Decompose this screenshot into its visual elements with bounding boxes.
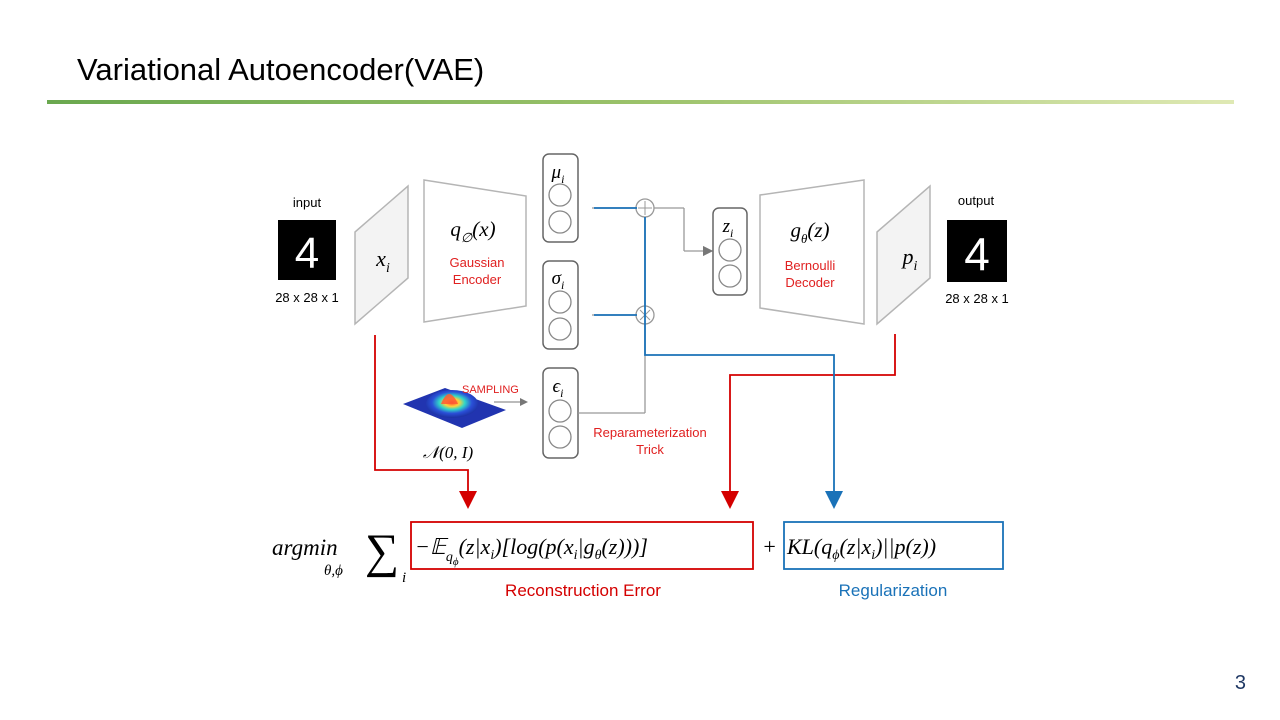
input-layer-slab (354, 184, 409, 326)
slide-title: Variational Autoencoder(VAE) (77, 52, 485, 87)
epsilon-label: ϵi (553, 376, 564, 400)
input-digit: 4 (295, 229, 319, 278)
decoder-label-line2: Decoder (785, 275, 835, 290)
page-number: 3 (1234, 672, 1246, 694)
regularization-term: KL(qϕ(z|xi)||p(z)) (786, 534, 936, 563)
x-i-label: xi (375, 246, 390, 276)
reconstruction-box (410, 521, 754, 570)
encoder-label-line1: Gaussian (450, 255, 505, 270)
reconstruction-error-label: Reconstruction Error (505, 581, 661, 600)
encoder-label-line2: Encoder (453, 272, 502, 287)
mu-unit-2 (548, 210, 572, 234)
output-label: output (958, 193, 995, 208)
z-unit-1 (718, 238, 742, 262)
reparam-label-line1: Reparameterization (593, 425, 706, 440)
regularization-label: Regularization (839, 581, 948, 600)
z-unit-2 (718, 264, 742, 288)
decoder-function: gθ(z) (790, 218, 829, 246)
epsilon-unit-2 (548, 425, 572, 449)
encoder-function: q∅(x) (450, 217, 495, 245)
p-i-label: pi (901, 244, 918, 274)
encoder-trapezoid (423, 179, 527, 323)
reconstruction-term: −𝔼qϕ(z|xi)[log(p(xi|gθ(z)))] (415, 534, 648, 568)
sampling-label: SAMPLING (462, 384, 519, 396)
output-image (947, 220, 1007, 282)
formula-sum: ∑ (365, 525, 399, 578)
title-underline (47, 100, 1234, 104)
sigma-label: σi (552, 268, 565, 292)
input-image (278, 220, 336, 280)
decoder-trapezoid (759, 179, 865, 325)
output-to-reconstruction-arrow (721, 334, 896, 509)
output-layer-slab (876, 184, 931, 326)
normal-distribution: 𝒩(0, I) (423, 443, 474, 462)
z-label: zi (722, 216, 734, 240)
mu-unit-1 (548, 183, 572, 207)
formula-sum-sub: i (402, 570, 406, 586)
output-digit: 4 (964, 228, 990, 280)
sigma-unit-2 (548, 317, 572, 341)
mu-label: μi (551, 162, 565, 186)
reparam-label-line2: Trick (636, 442, 664, 457)
input-label: input (293, 195, 322, 210)
epsilon-unit-1 (548, 399, 572, 423)
formula-argmin: argmin (272, 535, 338, 560)
input-dims: 28 x 28 x 1 (275, 290, 339, 305)
decoder-label-line1: Bernoulli (785, 258, 836, 273)
formula-plus: + (762, 534, 777, 559)
input-to-reconstruction-arrow (374, 335, 477, 509)
regularization-box (783, 521, 1004, 570)
output-dims: 28 x 28 x 1 (945, 291, 1009, 306)
formula-argmin-sub: θ,ϕ (324, 563, 343, 579)
sigma-unit-1 (548, 290, 572, 314)
latent-to-regularization-arrow (644, 217, 843, 509)
